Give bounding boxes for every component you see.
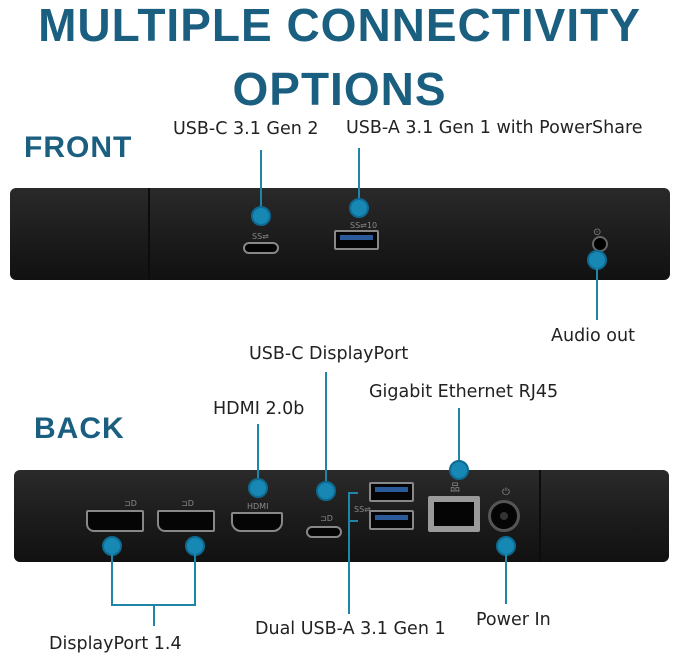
front-dock: SS⇌ SS⇌10 ⊙ xyxy=(10,188,670,280)
usb-a-tongue xyxy=(375,487,408,492)
power-icon: ⏻ xyxy=(502,487,510,498)
hdmi-icon: HDMI xyxy=(247,502,269,511)
back-dock-seam xyxy=(539,470,541,562)
usb-a-tongue xyxy=(375,515,408,520)
ss-usb-a-icon: SS⇌10 xyxy=(350,221,378,230)
usb-a-tongue xyxy=(340,235,373,240)
ethernet-socket xyxy=(434,502,474,526)
power-line xyxy=(505,554,507,604)
front-usbc-dot xyxy=(251,206,271,226)
front-usba-label: USB-A 3.1 Gen 1 with PowerShare xyxy=(346,118,643,138)
usbc-dp-label: USB-C DisplayPort xyxy=(249,344,409,364)
usbc-dp-port xyxy=(306,526,342,538)
displayport-2 xyxy=(157,510,215,532)
power-jack xyxy=(488,500,520,532)
ethernet-port xyxy=(428,496,480,532)
power-jack-pin xyxy=(500,512,508,520)
displayport-stem xyxy=(153,604,155,626)
back-dock: ⊐D ⊐D HDMI ⊐D SS⇌ 品 ⏻ xyxy=(14,470,669,562)
front-heading: FRONT xyxy=(24,131,133,164)
title-line-2: OPTIONS xyxy=(232,63,447,115)
displayport-label: DisplayPort 1.4 xyxy=(49,634,182,654)
displayport-2-line xyxy=(194,554,196,606)
displayport-icon: ⊐D xyxy=(320,514,333,523)
front-usba-line xyxy=(358,148,360,200)
displayport-1-dot xyxy=(102,536,122,556)
back-heading: BACK xyxy=(34,412,125,445)
usba-port-top xyxy=(369,482,414,502)
displayport-2-dot xyxy=(185,536,205,556)
usba-port-bottom xyxy=(369,510,414,530)
usbc-dp-line xyxy=(325,372,327,488)
front-usbc-port xyxy=(243,242,279,254)
ss-usb-c-icon: SS⇌ xyxy=(252,232,269,241)
displayport-1-line xyxy=(111,554,113,606)
front-usbc-label: USB-C 3.1 Gen 2 xyxy=(173,119,319,139)
ethernet-dot xyxy=(449,460,469,480)
usb-icon: SS⇌ xyxy=(354,505,371,514)
usbc-dp-dot xyxy=(316,481,336,501)
dual-usba-label: Dual USB-A 3.1 Gen 1 xyxy=(255,619,446,639)
hdmi-label: HDMI 2.0b xyxy=(213,399,305,419)
displayport-1 xyxy=(86,510,144,532)
dual-usba-line xyxy=(348,492,350,614)
title-line-1: MULTIPLE CONNECTIVITY xyxy=(38,0,641,51)
front-usbc-line xyxy=(260,150,262,210)
front-usba-port xyxy=(334,230,379,250)
front-usba-dot xyxy=(349,198,369,218)
front-dock-seam xyxy=(148,188,150,280)
power-label: Power In xyxy=(476,610,551,630)
dual-usba-tick-bottom xyxy=(348,520,358,522)
displayport-icon: ⊐D xyxy=(181,499,194,508)
hdmi-port xyxy=(231,512,283,532)
headset-icon: ⊙ xyxy=(593,227,602,238)
ethernet-line xyxy=(458,408,460,466)
ethernet-icon: 品 xyxy=(450,483,460,494)
power-dot xyxy=(496,536,516,556)
hdmi-dot xyxy=(248,478,268,498)
dual-usba-tick-top xyxy=(348,492,358,494)
audio-dot xyxy=(587,250,607,270)
ethernet-label: Gigabit Ethernet RJ45 xyxy=(369,382,559,402)
audio-label: Audio out xyxy=(551,326,635,346)
hdmi-line xyxy=(257,424,259,486)
displayport-icon: ⊐D xyxy=(124,499,137,508)
audio-line xyxy=(596,268,598,320)
